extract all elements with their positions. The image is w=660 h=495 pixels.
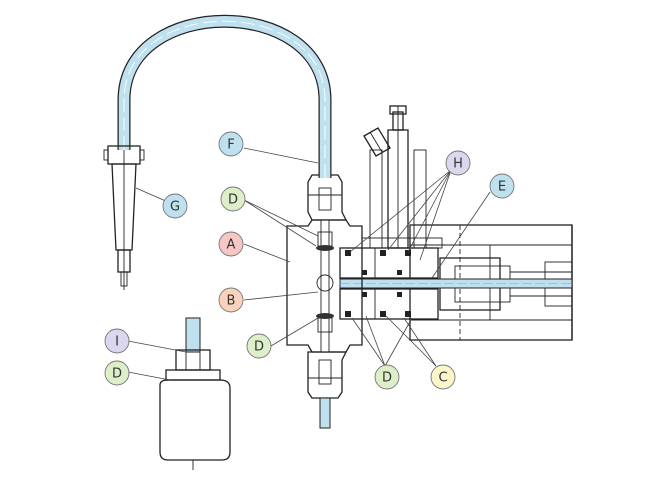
left-fitting — [103, 145, 145, 290]
callout-g: G — [162, 193, 188, 219]
callout-i: I — [104, 328, 130, 354]
callout-d2: D — [246, 333, 272, 359]
callout-b: B — [218, 287, 244, 313]
outlet-fitting — [307, 174, 348, 221]
callout-group: A B C D D D D E F G H I — [104, 131, 515, 390]
callout-circle — [104, 328, 130, 354]
callout-circle — [218, 287, 244, 313]
callout-h: H — [445, 150, 471, 176]
callout-f: F — [218, 131, 244, 157]
callout-circle — [246, 333, 272, 359]
callout-circle — [104, 360, 130, 386]
pump-head — [286, 219, 363, 353]
callout-d1: D — [220, 186, 246, 212]
callout-circle — [218, 231, 244, 257]
callout-label: H — [453, 157, 463, 172]
callout-circle — [374, 364, 400, 390]
callout-label: D — [382, 371, 392, 386]
callout-circle — [489, 173, 515, 199]
callout-a: A — [218, 231, 244, 257]
callout-c: C — [430, 364, 456, 390]
inlet-fitting — [307, 351, 348, 399]
callout-d4: D — [104, 360, 130, 386]
inlet-tube — [319, 397, 331, 429]
inlet-filter — [159, 317, 231, 470]
callout-label: A — [227, 238, 236, 253]
callout-label: D — [254, 340, 264, 355]
callout-label: B — [227, 294, 236, 309]
callout-circle — [162, 193, 188, 219]
callout-circle — [430, 364, 456, 390]
callout-label: D — [112, 367, 122, 382]
callout-label: I — [115, 335, 119, 350]
callout-circle — [445, 150, 471, 176]
leader-lines — [127, 147, 491, 381]
callout-label: D — [228, 193, 238, 208]
callout-circle — [220, 186, 246, 212]
callout-d3: D — [374, 364, 400, 390]
callout-label: E — [498, 180, 506, 195]
callout-label: G — [170, 200, 180, 215]
callout-label: C — [438, 371, 447, 386]
callout-circle — [218, 131, 244, 157]
rinse-port — [361, 105, 443, 249]
callout-label: F — [227, 138, 234, 153]
callout-e: E — [489, 173, 515, 199]
